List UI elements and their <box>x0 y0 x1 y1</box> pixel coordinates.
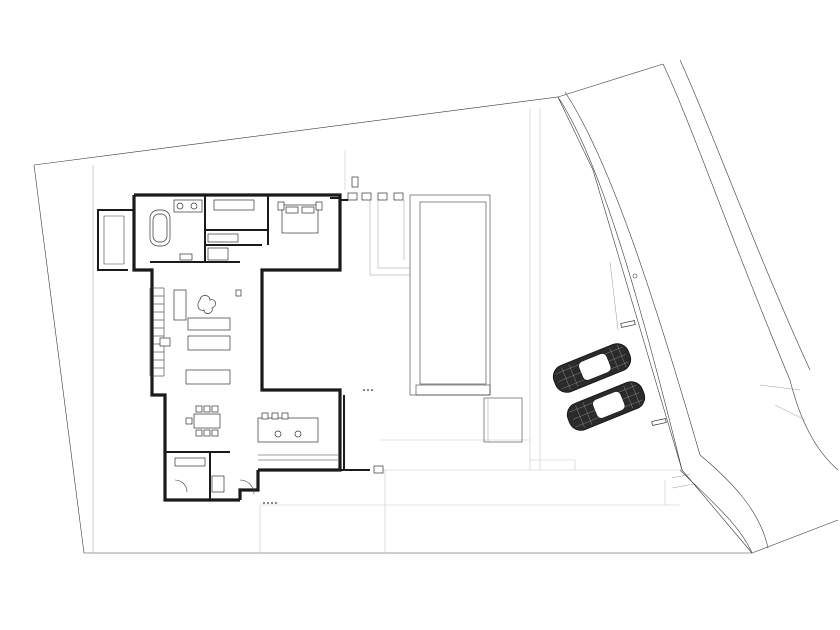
outdoor-items <box>263 176 404 504</box>
pool <box>369 194 523 443</box>
staircase <box>149 287 165 377</box>
car-2 <box>566 381 646 431</box>
furniture <box>149 199 323 495</box>
house-walls <box>97 193 370 502</box>
car-1 <box>552 343 632 393</box>
road <box>557 59 839 554</box>
site-lines <box>259 108 680 553</box>
